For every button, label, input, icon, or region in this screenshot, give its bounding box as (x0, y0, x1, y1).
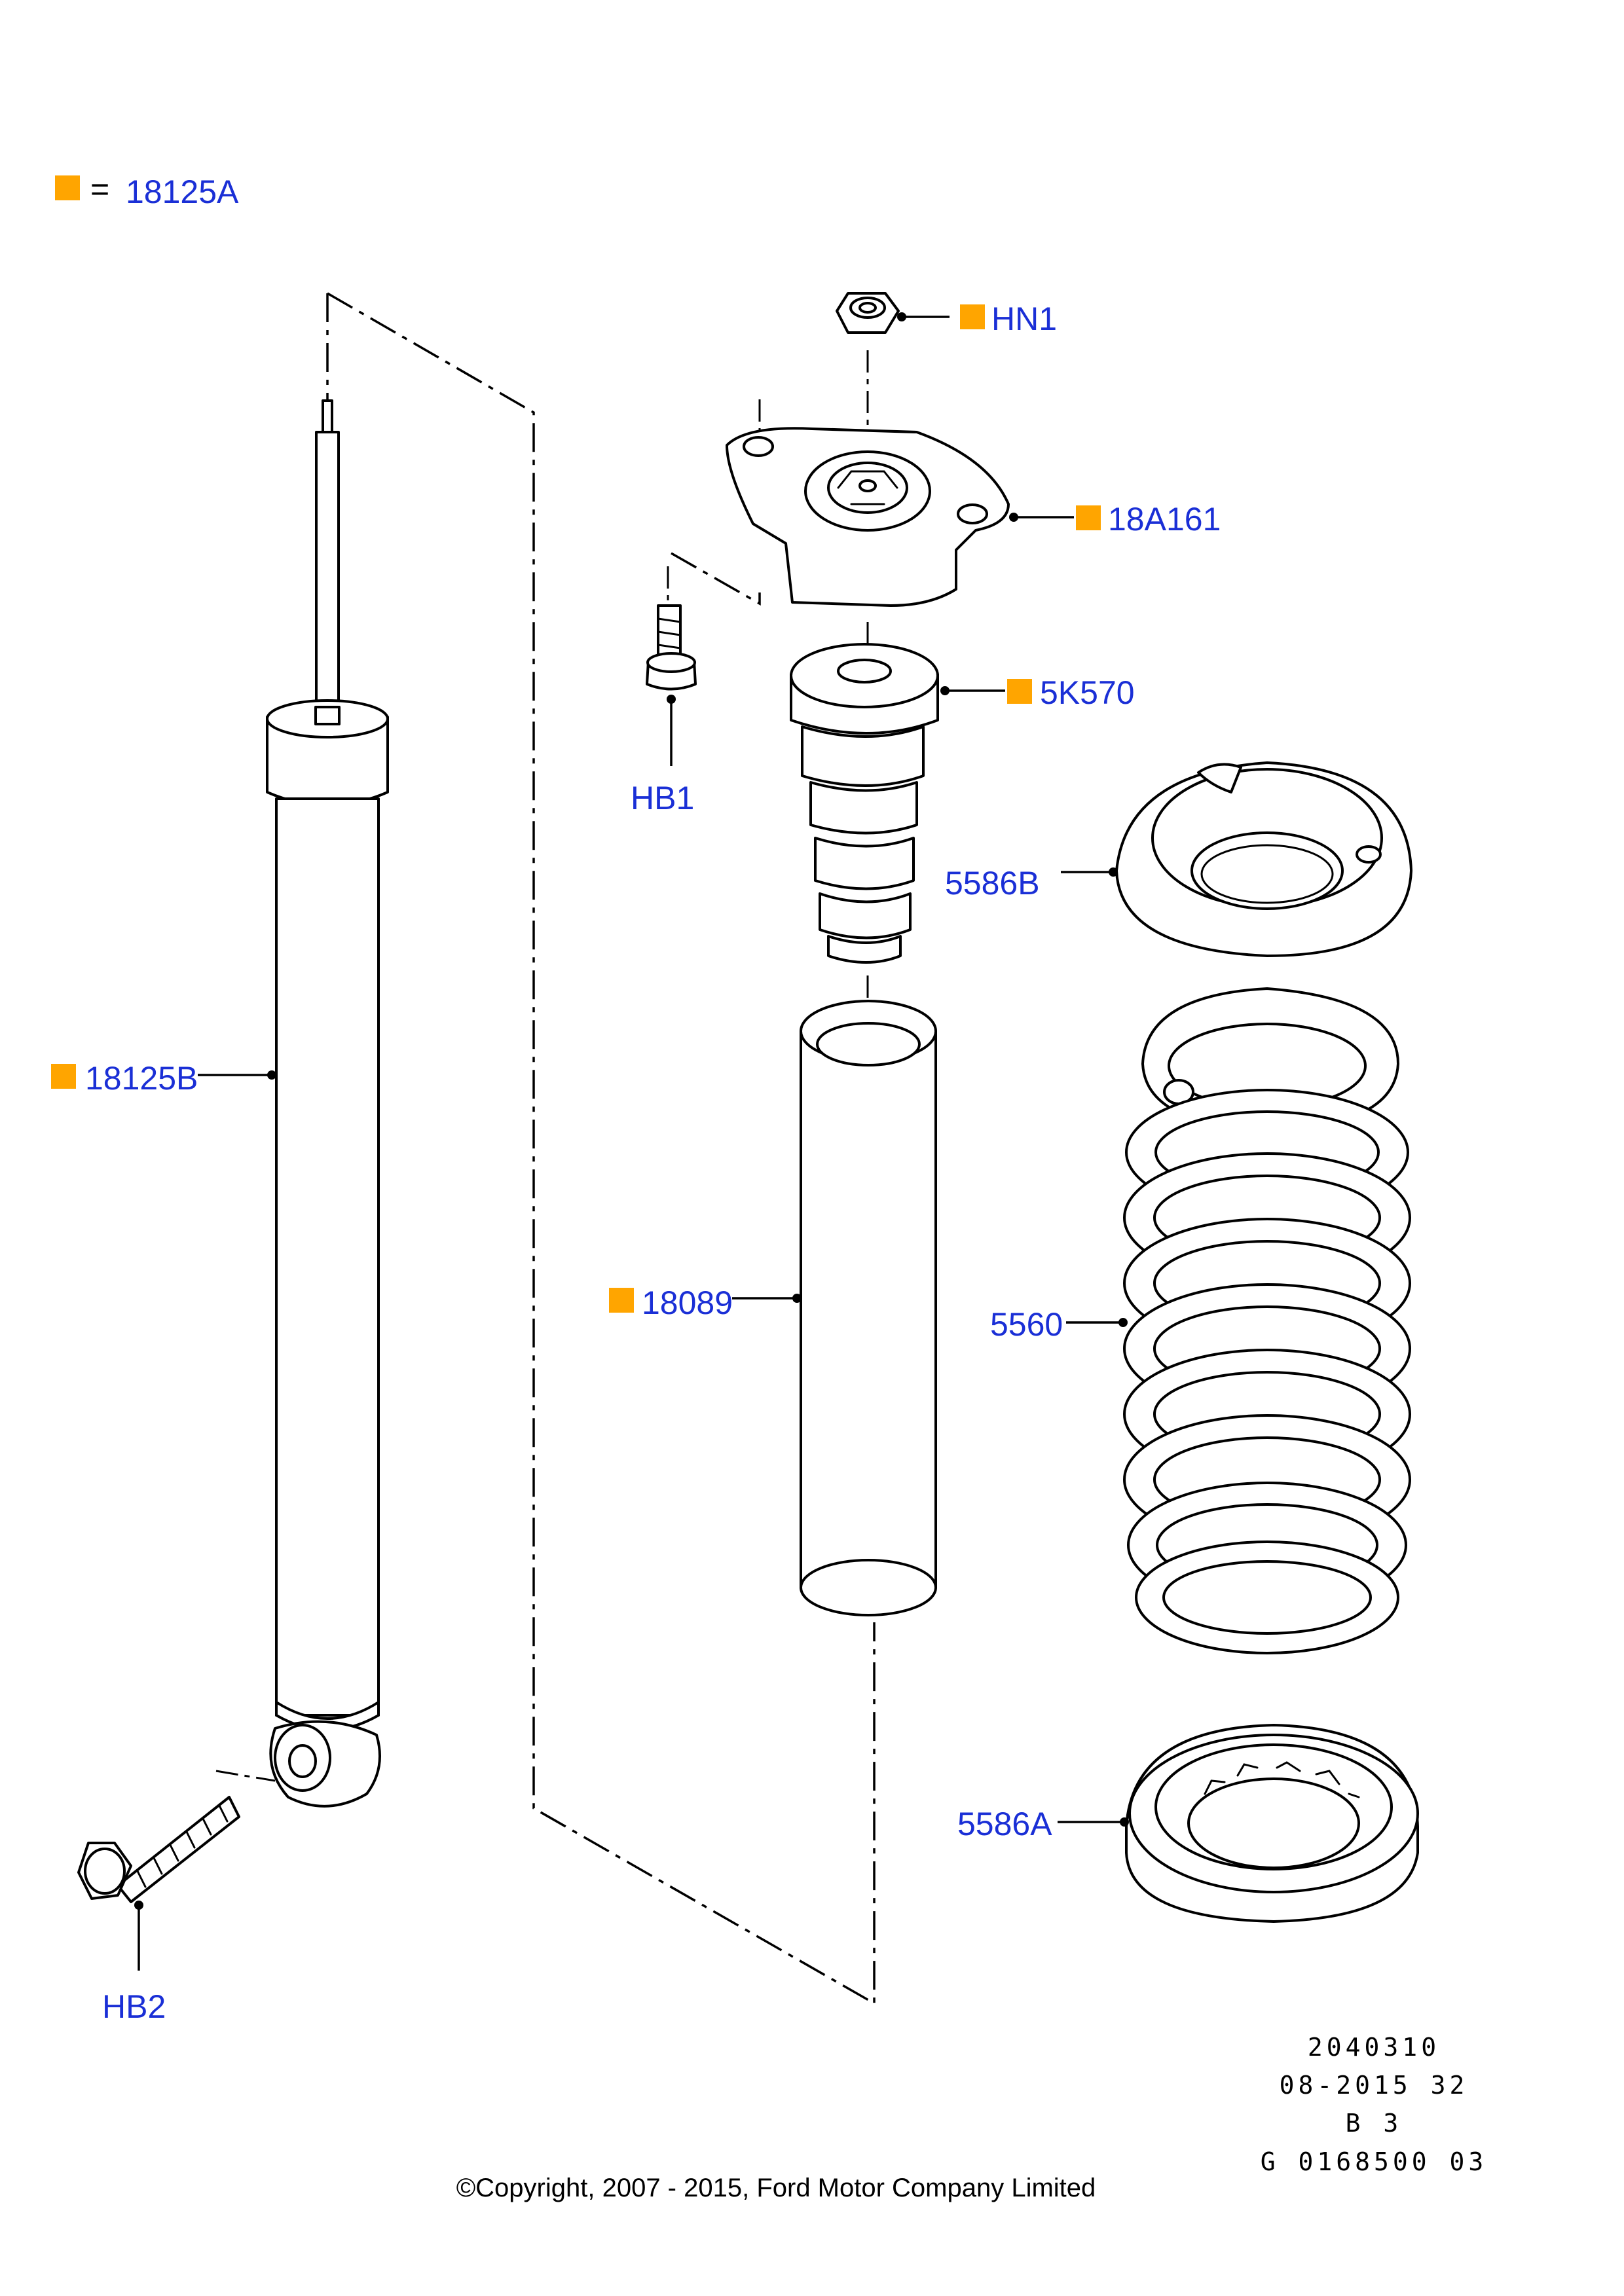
reference-line-2: 08-2015 32 (1280, 2071, 1469, 2100)
callout-hb1[interactable]: HB1 (631, 780, 694, 816)
top-mount[interactable] (726, 427, 1010, 607)
legend-code[interactable]: 18125A (126, 173, 239, 210)
callout-hb2[interactable]: HB2 (102, 1988, 166, 2025)
shock-body (275, 797, 380, 1717)
legend-equals: = (90, 171, 109, 208)
marker-5k570 (1007, 679, 1032, 704)
marker-18125b (51, 1064, 76, 1089)
bump-stop[interactable] (790, 643, 939, 964)
copyright-notice: ©Copyright, 2007 - 2015, Ford Motor Comp… (456, 2174, 1096, 2202)
coil-spring[interactable] (1123, 987, 1411, 1654)
marker-18089 (609, 1288, 634, 1313)
callout-5560[interactable]: 5560 (990, 1306, 1063, 1343)
callout-18089[interactable]: 18089 (642, 1285, 733, 1321)
reference-block: 2040310 08-2015 32 B 3 G 0168500 03 (1261, 2033, 1488, 2176)
reference-line-3: B 3 (1346, 2109, 1403, 2138)
callouts: HN1 18A161 5K570 HB1 5586B 18125B 18089 (51, 301, 1221, 2025)
reference-line-1: 2040310 (1308, 2033, 1440, 2062)
assembly-boundary (215, 292, 876, 2006)
spring-coils (1123, 1089, 1411, 1654)
bolt-hb1[interactable] (646, 604, 697, 691)
callout-18a161[interactable]: 18A161 (1108, 501, 1221, 538)
callout-5k570[interactable]: 5K570 (1040, 674, 1135, 711)
callout-5586a[interactable]: 5586A (957, 1806, 1052, 1842)
nut-hn1[interactable] (836, 292, 900, 334)
spring-seat-upper[interactable] (1115, 761, 1412, 957)
marker-18a161 (1076, 505, 1101, 530)
shock-absorber[interactable] (266, 399, 389, 1808)
piston-rod (315, 431, 340, 735)
callout-5586b[interactable]: 5586B (945, 865, 1040, 902)
callout-hn1[interactable]: HN1 (991, 301, 1057, 337)
legend: = 18125A (55, 171, 239, 210)
legend-marker (55, 175, 80, 200)
reference-line-4: G 0168500 03 (1261, 2147, 1488, 2176)
piston-rod-tip (322, 399, 333, 435)
dust-tube[interactable] (800, 1000, 937, 1616)
spring-seat-lower[interactable] (1125, 1724, 1419, 1923)
callout-18125b[interactable]: 18125B (85, 1060, 198, 1097)
marker-hn1 (960, 304, 985, 329)
bolt-hb2[interactable] (77, 1796, 240, 1903)
